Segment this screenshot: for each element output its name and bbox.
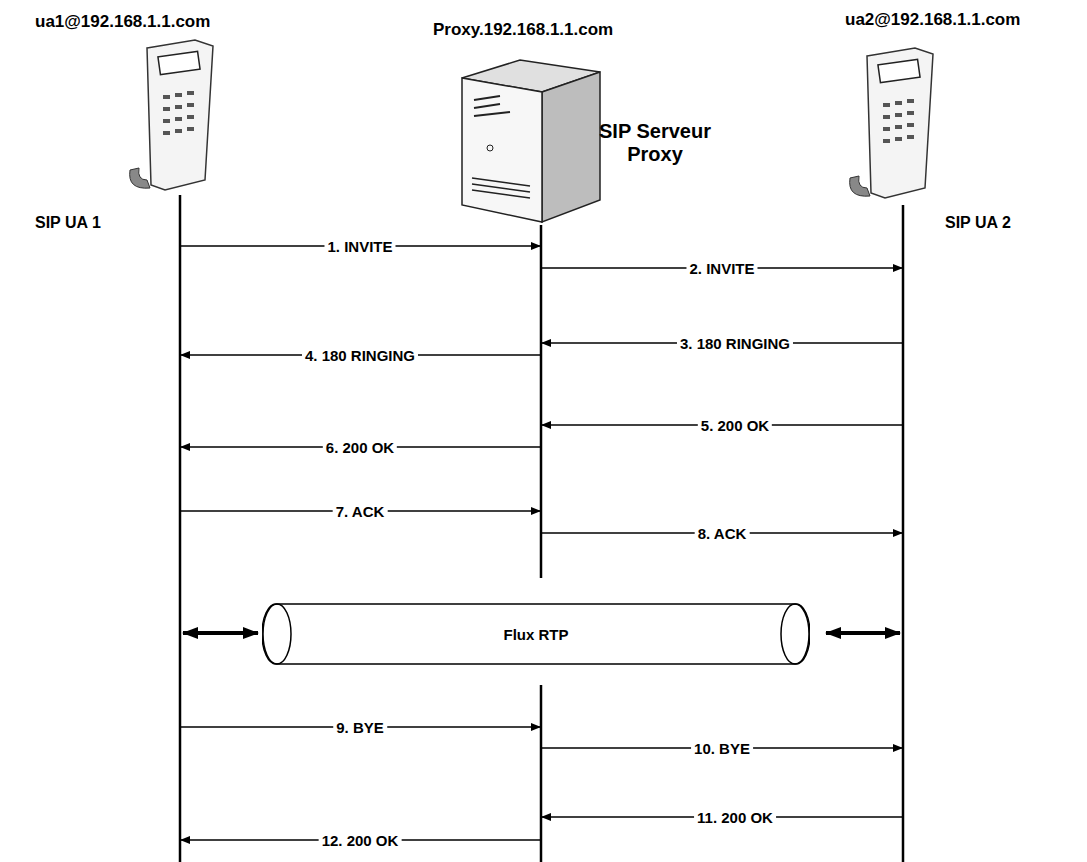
address-label: ua2@192.168.1.1.com	[845, 10, 1020, 30]
entity-label: SIP UA 1	[35, 214, 101, 232]
address-label: Proxy.192.168.1.1.com	[433, 20, 613, 40]
message-label: 8. ACK	[695, 526, 750, 541]
address-label: ua1@192.168.1.1.com	[35, 12, 210, 32]
message-label: 12. 200 OK	[319, 833, 402, 848]
lifeline	[180, 195, 903, 862]
stream-label: Flux RTP	[503, 626, 568, 643]
message-label: 6. 200 OK	[323, 440, 397, 455]
rtp-cylinder: Flux RTP	[262, 603, 810, 665]
message-label: 9. BYE	[333, 720, 387, 735]
phone-icon	[130, 40, 213, 190]
entity-label: SIP UA 2	[945, 214, 1011, 232]
message-label: 11. 200 OK	[694, 810, 776, 825]
entity-label: SIP Serveur Proxy	[585, 120, 725, 166]
message-label: 10. BYE	[691, 741, 753, 756]
server-icon	[462, 60, 600, 222]
message-label: 5. 200 OK	[698, 418, 772, 433]
message-label: 7. ACK	[333, 504, 388, 519]
message-label: 1. INVITE	[324, 239, 395, 254]
message-arrow	[181, 246, 902, 840]
message-label: 4. 180 RINGING	[302, 348, 418, 363]
phone-icon	[850, 48, 933, 198]
message-label: 3. 180 RINGING	[677, 336, 793, 351]
message-label: 2. INVITE	[686, 261, 757, 276]
